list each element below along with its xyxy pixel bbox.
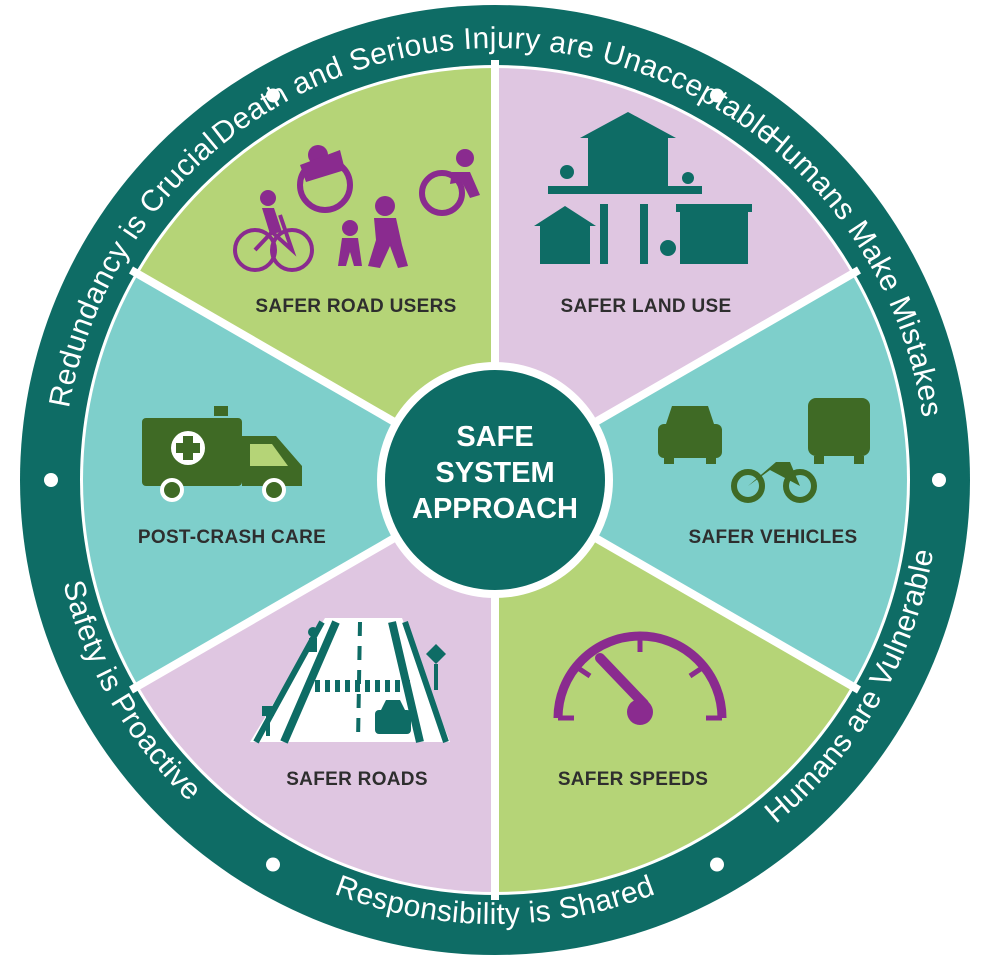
segment-label-safer-speeds: SAFER SPEEDS — [558, 769, 708, 790]
segment-safer-vehicles — [495, 480, 852, 892]
segment-post-crash-care — [138, 68, 495, 480]
center-circle — [385, 370, 605, 590]
center-title-line-3: APPROACH — [412, 493, 578, 525]
segment-label-safer-land-use: SAFER LAND USE — [561, 296, 732, 317]
speedometer-icon — [553, 631, 727, 725]
center-title-line-2: SYSTEM — [435, 457, 554, 489]
segment-safer-land-use — [495, 274, 907, 686]
pedestrians-cyclist-wheelchair-icon — [233, 145, 480, 272]
center-title-line-1: SAFE — [456, 421, 533, 453]
buildings-street-icon — [534, 112, 752, 264]
segment-label-safer-roads: SAFER ROADS — [286, 769, 428, 790]
ring-bullet-dot — [266, 857, 280, 872]
segment-safer-road-users — [495, 68, 852, 480]
ring-bullet-dot — [710, 88, 724, 103]
ambulance-icon — [142, 406, 302, 502]
ring-bullet-dot — [710, 857, 724, 872]
segment-label-post-crash-care: POST-CRASH CARE — [138, 527, 326, 548]
segment-label-safer-road-users: SAFER ROAD USERS — [255, 296, 456, 317]
ring-bullet-dot — [44, 473, 58, 487]
ring-bullet-dot — [266, 88, 280, 103]
road-crosswalk-icon — [250, 618, 450, 744]
segment-label-safer-vehicles: SAFER VEHICLES — [689, 527, 858, 548]
ring-bullet-dot — [932, 473, 946, 487]
car-bus-motorcycle-icon — [658, 398, 870, 503]
